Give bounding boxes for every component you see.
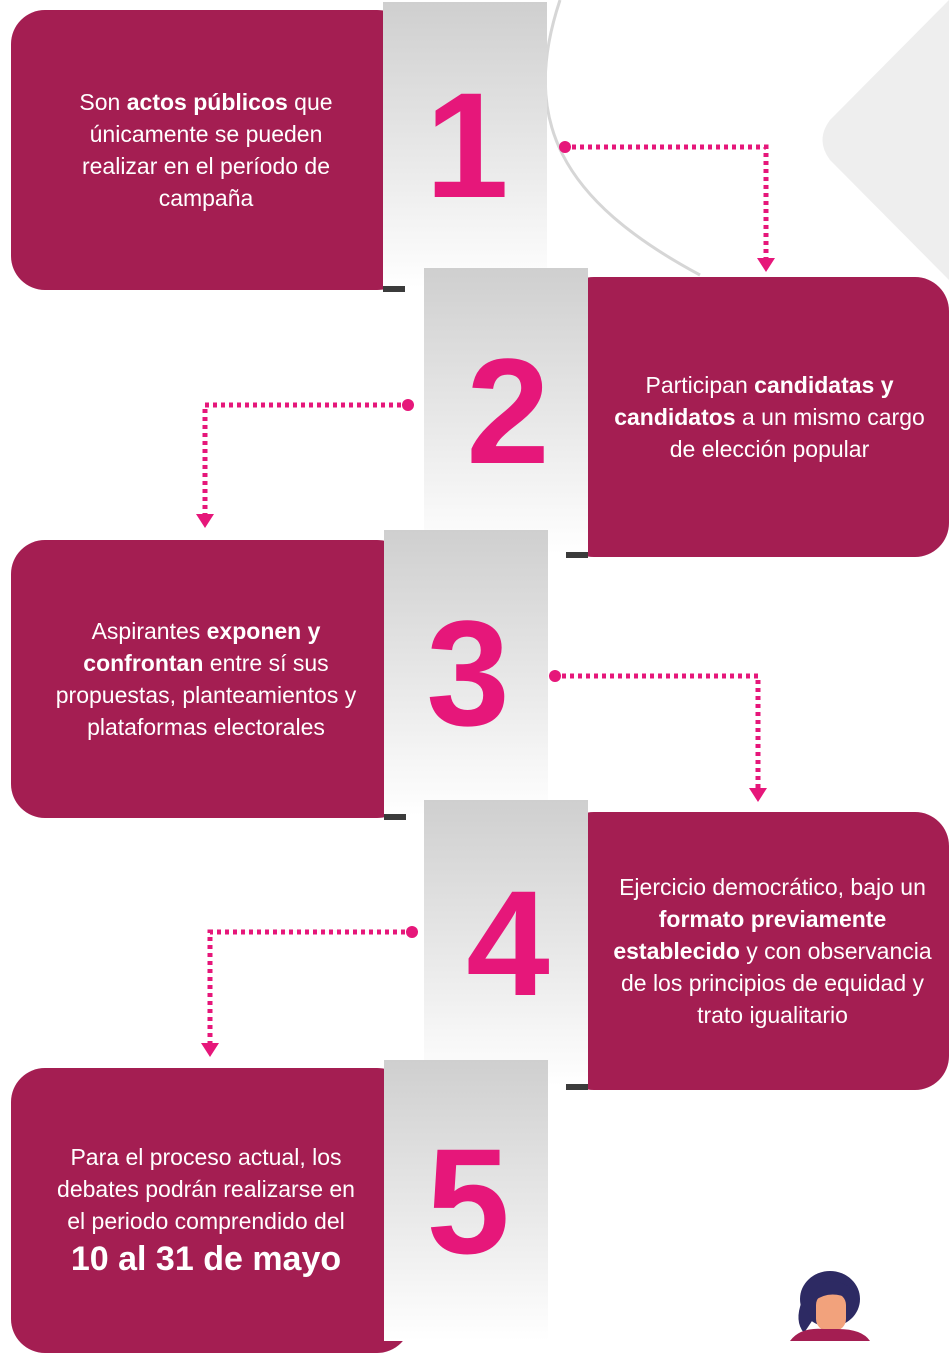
step-text: Son <box>79 89 127 115</box>
step-2-number: 2 <box>466 327 549 495</box>
step-3-card: Aspirantes exponen y confrontan entre sí… <box>11 540 411 818</box>
step-text-bold: exponen y confrontan <box>83 618 321 676</box>
step-3-number: 3 <box>426 589 509 757</box>
step-5-tab: 5 <box>384 1060 548 1341</box>
step-2-text: Participan candidatas y candidatos a un … <box>610 369 929 465</box>
step-text-bold: candidatas y candidatos <box>614 372 894 430</box>
step-5-number: 5 <box>426 1116 509 1285</box>
step-4-number: 4 <box>466 859 549 1027</box>
step-1-card: Son actos públicos que únicamente se pue… <box>11 10 411 290</box>
step-text: a un mismo cargo de elección popular <box>669 404 925 462</box>
date-range-highlight: 10 al 31 de mayo <box>70 1239 342 1278</box>
step-4-card: Ejercicio democrático, bajo un formato p… <box>560 812 949 1090</box>
step-2-card: Participan candidatas y candidatos a un … <box>560 277 949 557</box>
step-text: y con observancia de los principios de e… <box>620 938 932 1028</box>
step-2-tab: 2 <box>424 268 588 558</box>
step-4-tab: 4 <box>424 800 588 1090</box>
step-text: Participan <box>645 372 755 398</box>
step-text: entre sí sus propuestas, planteamientos … <box>55 650 357 740</box>
step-4-text: Ejercicio democrático, bajo un formato p… <box>610 871 935 1031</box>
step-1-text: Son actos públicos que únicamente se pue… <box>51 86 361 214</box>
step-text: Ejercicio democrático, bajo un <box>619 874 926 900</box>
step-1-number: 1 <box>425 61 508 229</box>
step-text-bold: actos públicos <box>126 89 288 115</box>
step-5-text: Para el proceso actual, los debates podr… <box>51 1141 361 1281</box>
step-3-text: Aspirantes exponen y confrontan entre sí… <box>51 615 361 743</box>
step-5-card: Para el proceso actual, los debates podr… <box>11 1068 411 1353</box>
step-1-tab: 1 <box>383 2 547 292</box>
woman-avatar-icon <box>790 1271 870 1341</box>
step-text: que únicamente se pueden realizar en el … <box>81 89 333 211</box>
step-text: Para el proceso actual, los debates podr… <box>57 1143 355 1234</box>
step-text-bold: formato previamente establecido <box>613 906 887 964</box>
step-text: Aspirantes <box>91 618 207 644</box>
step-3-tab: 3 <box>384 530 548 820</box>
